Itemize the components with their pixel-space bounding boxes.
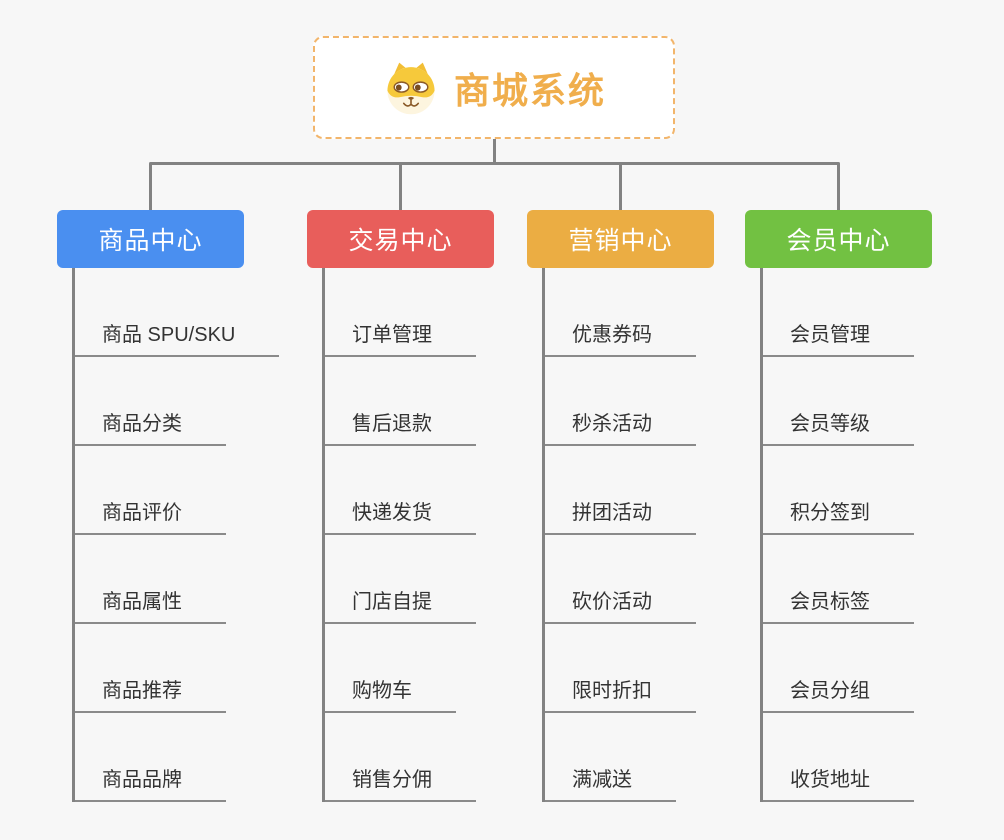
child-topic[interactable]: 会员等级 — [763, 407, 914, 446]
child-topic-row: 积分签到 — [763, 446, 932, 535]
branch-node-1[interactable]: 商品中心 — [57, 210, 244, 268]
child-topic-row: 会员管理 — [763, 268, 932, 357]
child-topic-row: 商品 SPU/SKU — [75, 268, 280, 357]
child-topic[interactable]: 限时折扣 — [545, 674, 696, 713]
branch-children: 商品 SPU/SKU 商品分类商品评价商品属性商品推荐商品品牌 — [72, 268, 280, 802]
child-topic-row: 会员标签 — [763, 535, 932, 624]
branch-node-3[interactable]: 营销中心 — [527, 210, 714, 268]
child-topic-row: 购物车 — [325, 624, 494, 713]
child-topic[interactable]: 销售分佣 — [325, 763, 476, 802]
child-topic[interactable]: 购物车 — [325, 674, 456, 713]
child-topic[interactable]: 商品品牌 — [75, 763, 226, 802]
dog-face-icon — [387, 62, 435, 114]
child-topic-row: 售后退款 — [325, 357, 494, 446]
child-topic-row: 商品评价 — [75, 446, 244, 535]
connector-branch-stub-2 — [399, 164, 402, 210]
child-topic-row: 订单管理 — [325, 268, 494, 357]
child-topic[interactable]: 收货地址 — [763, 763, 914, 802]
child-topic[interactable]: 会员管理 — [763, 318, 914, 357]
child-topic[interactable]: 商品评价 — [75, 496, 226, 535]
child-topic-row: 会员等级 — [763, 357, 932, 446]
child-topic[interactable]: 订单管理 — [325, 318, 476, 357]
child-topic-row: 收货地址 — [763, 713, 932, 802]
child-topic[interactable]: 商品推荐 — [75, 674, 226, 713]
child-topic[interactable]: 会员分组 — [763, 674, 914, 713]
root-topic-title: 商城系统 — [453, 69, 606, 111]
child-topic-row: 快递发货 — [325, 446, 494, 535]
branch: 商品中心 商品 SPU/SKU 商品分类商品评价商品属性商品推荐商品品牌 — [57, 210, 280, 802]
child-topic[interactable]: 优惠券码 — [545, 318, 696, 357]
child-topic-row: 商品推荐 — [75, 624, 244, 713]
child-topic-row: 门店自提 — [325, 535, 494, 624]
connector-branch-stub-3 — [619, 164, 622, 210]
child-topic-row: 商品品牌 — [75, 713, 244, 802]
child-topic[interactable]: 快递发货 — [325, 496, 476, 535]
child-topic-row: 优惠券码 — [545, 268, 714, 357]
child-topic[interactable]: 秒杀活动 — [545, 407, 696, 446]
branch-children: 优惠券码秒杀活动拼团活动砍价活动限时折扣满减送 — [542, 268, 714, 802]
connector-bus-line — [149, 162, 840, 165]
branch-children: 订单管理售后退款快递发货门店自提购物车销售分佣 — [322, 268, 494, 802]
child-topic[interactable]: 积分签到 — [763, 496, 914, 535]
child-topic-row: 砍价活动 — [545, 535, 714, 624]
child-topic-row: 限时折扣 — [545, 624, 714, 713]
child-topic-row: 满减送 — [545, 713, 714, 802]
child-topic[interactable]: 商品分类 — [75, 407, 226, 446]
connector-branch-stub-1 — [149, 164, 152, 210]
child-topic-row: 商品属性 — [75, 535, 244, 624]
child-topic[interactable]: 拼团活动 — [545, 496, 696, 535]
child-topic[interactable]: 会员标签 — [763, 585, 914, 624]
child-topic[interactable]: 商品 SPU/SKU — [75, 318, 280, 357]
child-topic[interactable]: 满减送 — [545, 763, 676, 802]
child-topic-row: 拼团活动 — [545, 446, 714, 535]
branch-node-4[interactable]: 会员中心 — [745, 210, 932, 268]
child-topic[interactable]: 门店自提 — [325, 585, 476, 624]
child-topic-row: 会员分组 — [763, 624, 932, 713]
branch: 交易中心 订单管理售后退款快递发货门店自提购物车销售分佣 — [307, 210, 494, 802]
child-topic[interactable]: 售后退款 — [325, 407, 476, 446]
root-topic-node[interactable]: 商城系统 — [313, 36, 675, 139]
child-topic-row: 商品分类 — [75, 357, 244, 446]
branch-node-2[interactable]: 交易中心 — [307, 210, 494, 268]
child-topic-row: 销售分佣 — [325, 713, 494, 802]
connector-branch-stub-4 — [837, 164, 840, 210]
branch: 营销中心 优惠券码秒杀活动拼团活动砍价活动限时折扣满减送 — [527, 210, 714, 802]
connector-root-stub — [493, 139, 496, 163]
child-topic[interactable]: 商品属性 — [75, 585, 226, 624]
child-topic-row: 秒杀活动 — [545, 357, 714, 446]
branch-children: 会员管理会员等级积分签到会员标签会员分组收货地址 — [760, 268, 932, 802]
child-topic[interactable]: 砍价活动 — [545, 585, 696, 624]
branch: 会员中心 会员管理会员等级积分签到会员标签会员分组收货地址 — [745, 210, 932, 802]
